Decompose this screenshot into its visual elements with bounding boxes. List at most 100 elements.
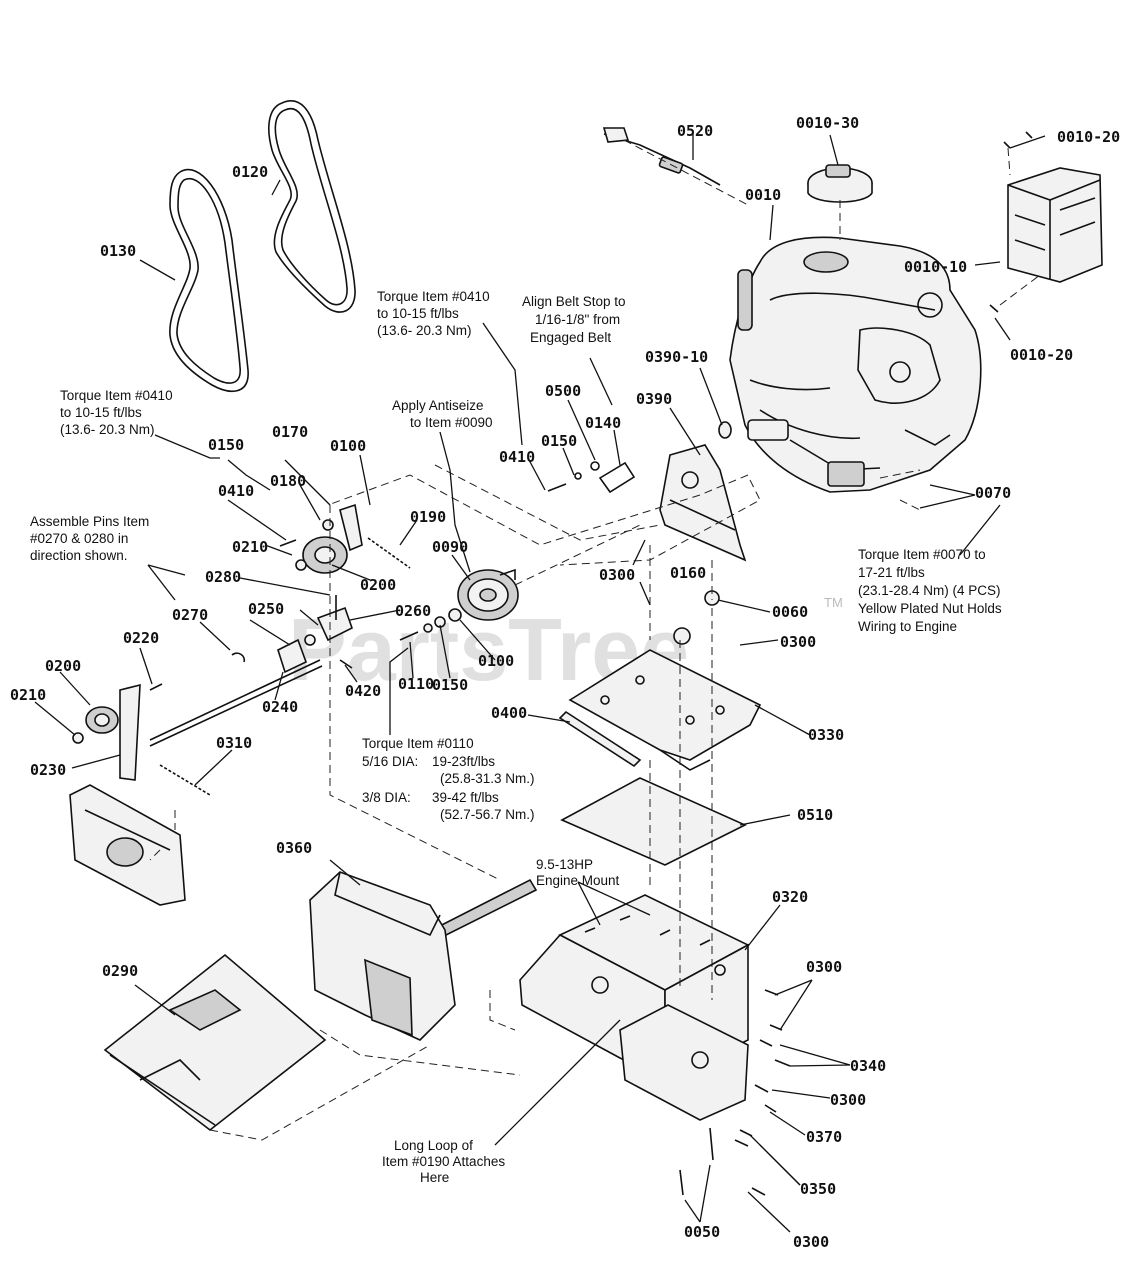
leader-lines <box>34 130 1046 1233</box>
label-0370: 0370 <box>806 1128 842 1146</box>
note-torque-0110: Torque Item #0110 5/16 DIA: 19-23ft/lbs … <box>362 736 535 822</box>
note-line: Assemble Pins Item <box>30 514 149 529</box>
note-torque-0070: Torque Item #0070 to 17-21 ft/lbs (23.1-… <box>858 547 1002 634</box>
label-0170: 0170 <box>272 423 308 441</box>
label-0420: 0420 <box>345 682 381 700</box>
label-0300-a: 0300 <box>599 566 635 584</box>
label-0090: 0090 <box>432 538 468 556</box>
note-align-belt: Align Belt Stop to 1/16-1/8" from Engage… <box>522 294 626 345</box>
part-labels: 0520 0010-30 0010-20 0010 0010-10 0010-2… <box>10 114 1120 1251</box>
note-line: Engaged Belt <box>530 330 611 345</box>
bracket-0230 <box>72 683 163 781</box>
note-line: Wiring to Engine <box>858 619 957 634</box>
belt-0120 <box>268 100 356 313</box>
label-0250: 0250 <box>248 600 284 618</box>
bolt-0110 <box>399 631 419 641</box>
washer-0100-b <box>448 608 462 622</box>
note-line: to 10-15 ft/lbs <box>60 405 142 420</box>
note-line: 3/8 DIA: <box>362 790 411 805</box>
label-0300-d: 0300 <box>830 1091 866 1109</box>
label-0410-top: 0410 <box>499 448 535 466</box>
note-line: to 10-15 ft/lbs <box>377 306 459 321</box>
label-0300-b: 0300 <box>780 633 816 651</box>
label-0390: 0390 <box>636 390 672 408</box>
idler-arm-0170 <box>279 503 411 574</box>
label-0500: 0500 <box>545 382 581 400</box>
pivot-0260 <box>304 595 353 669</box>
belt-0130 <box>169 169 249 392</box>
filter-screws <box>989 131 1033 313</box>
shaft <box>149 659 323 747</box>
label-0150-top: 0150 <box>541 432 577 450</box>
label-0010-20-bottom: 0010-20 <box>1010 346 1073 364</box>
note-line: 9.5-13HP <box>536 857 593 872</box>
label-0400: 0400 <box>491 704 527 722</box>
pulley-0090 <box>457 568 519 621</box>
label-0120: 0120 <box>232 163 268 181</box>
label-0200-left: 0200 <box>45 657 81 675</box>
assembly-lines <box>149 139 1041 1141</box>
note-long-loop: Long Loop of Item #0190 Attaches Here <box>382 1138 505 1185</box>
note-line: (25.8-31.3 Nm.) <box>440 771 535 786</box>
note-line: 39-42 ft/lbs <box>432 790 499 805</box>
label-0310: 0310 <box>216 734 252 752</box>
label-0150-bottom: 0150 <box>432 676 468 694</box>
spacer-0240 <box>277 638 308 674</box>
note-line: 19-23ft/lbs <box>432 754 495 769</box>
label-0190: 0190 <box>410 508 446 526</box>
label-0290: 0290 <box>102 962 138 980</box>
pin-0270 <box>231 652 246 663</box>
label-0330: 0330 <box>808 726 844 744</box>
label-0220: 0220 <box>123 629 159 647</box>
label-0010-20-top: 0010-20 <box>1057 128 1120 146</box>
label-0320: 0320 <box>772 888 808 906</box>
tray-0290 <box>103 953 327 1132</box>
note-line: 17-21 ft/lbs <box>858 565 925 580</box>
engine-0010 <box>729 236 982 493</box>
label-0200-top: 0200 <box>360 576 396 594</box>
note-line: (13.6- 20.3 Nm) <box>377 323 472 338</box>
note-line: Engine Mount <box>536 873 620 888</box>
label-0210-left: 0210 <box>10 686 46 704</box>
housing-0360 <box>309 871 456 1041</box>
note-line: 5/16 DIA: <box>362 754 418 769</box>
label-0300-e: 0300 <box>793 1233 829 1251</box>
gas-cap-0010-30 <box>807 164 873 203</box>
label-0110: 0110 <box>398 675 434 693</box>
note-line: Torque Item #0410 <box>60 388 173 403</box>
note-line: Torque Item #0410 <box>377 289 490 304</box>
plate-0400 <box>558 710 642 768</box>
note-line: Here <box>420 1170 449 1185</box>
label-0240: 0240 <box>262 698 298 716</box>
label-0230: 0230 <box>30 761 66 779</box>
note-line: Long Loop of <box>394 1138 473 1153</box>
note-line: direction shown. <box>30 548 128 563</box>
label-0260: 0260 <box>395 602 431 620</box>
label-0360: 0360 <box>276 839 312 857</box>
label-0130: 0130 <box>100 242 136 260</box>
note-line: Torque Item #0070 to <box>858 547 986 562</box>
label-0010: 0010 <box>745 186 781 204</box>
note-line: Apply Antiseize <box>392 398 484 413</box>
gasket-0510 <box>560 777 747 866</box>
washer-0110 <box>423 623 433 633</box>
washer-0060-b <box>673 627 691 645</box>
label-0280: 0280 <box>205 568 241 586</box>
note-torque-0410-left: Torque Item #0410 to 10-15 ft/lbs (13.6-… <box>60 388 173 437</box>
belt-stop-0140 <box>547 461 636 494</box>
label-0410-left: 0410 <box>218 482 254 500</box>
label-0010-10: 0010-10 <box>904 258 967 276</box>
bracket-0390 <box>659 444 747 562</box>
watermark-tm: TM <box>824 595 843 610</box>
label-0160: 0160 <box>670 564 706 582</box>
label-0510: 0510 <box>797 806 833 824</box>
label-0010-30: 0010-30 <box>796 114 859 132</box>
spring-0310 <box>159 764 211 796</box>
chassis-screws <box>679 989 791 1196</box>
label-0100-bottom: 0100 <box>478 652 514 670</box>
washer-0390-10 <box>718 421 732 439</box>
note-line: #0270 & 0280 in <box>30 531 128 546</box>
note-antiseize: Apply Antiseize to Item #0090 <box>392 398 493 430</box>
label-0070: 0070 <box>975 484 1011 502</box>
